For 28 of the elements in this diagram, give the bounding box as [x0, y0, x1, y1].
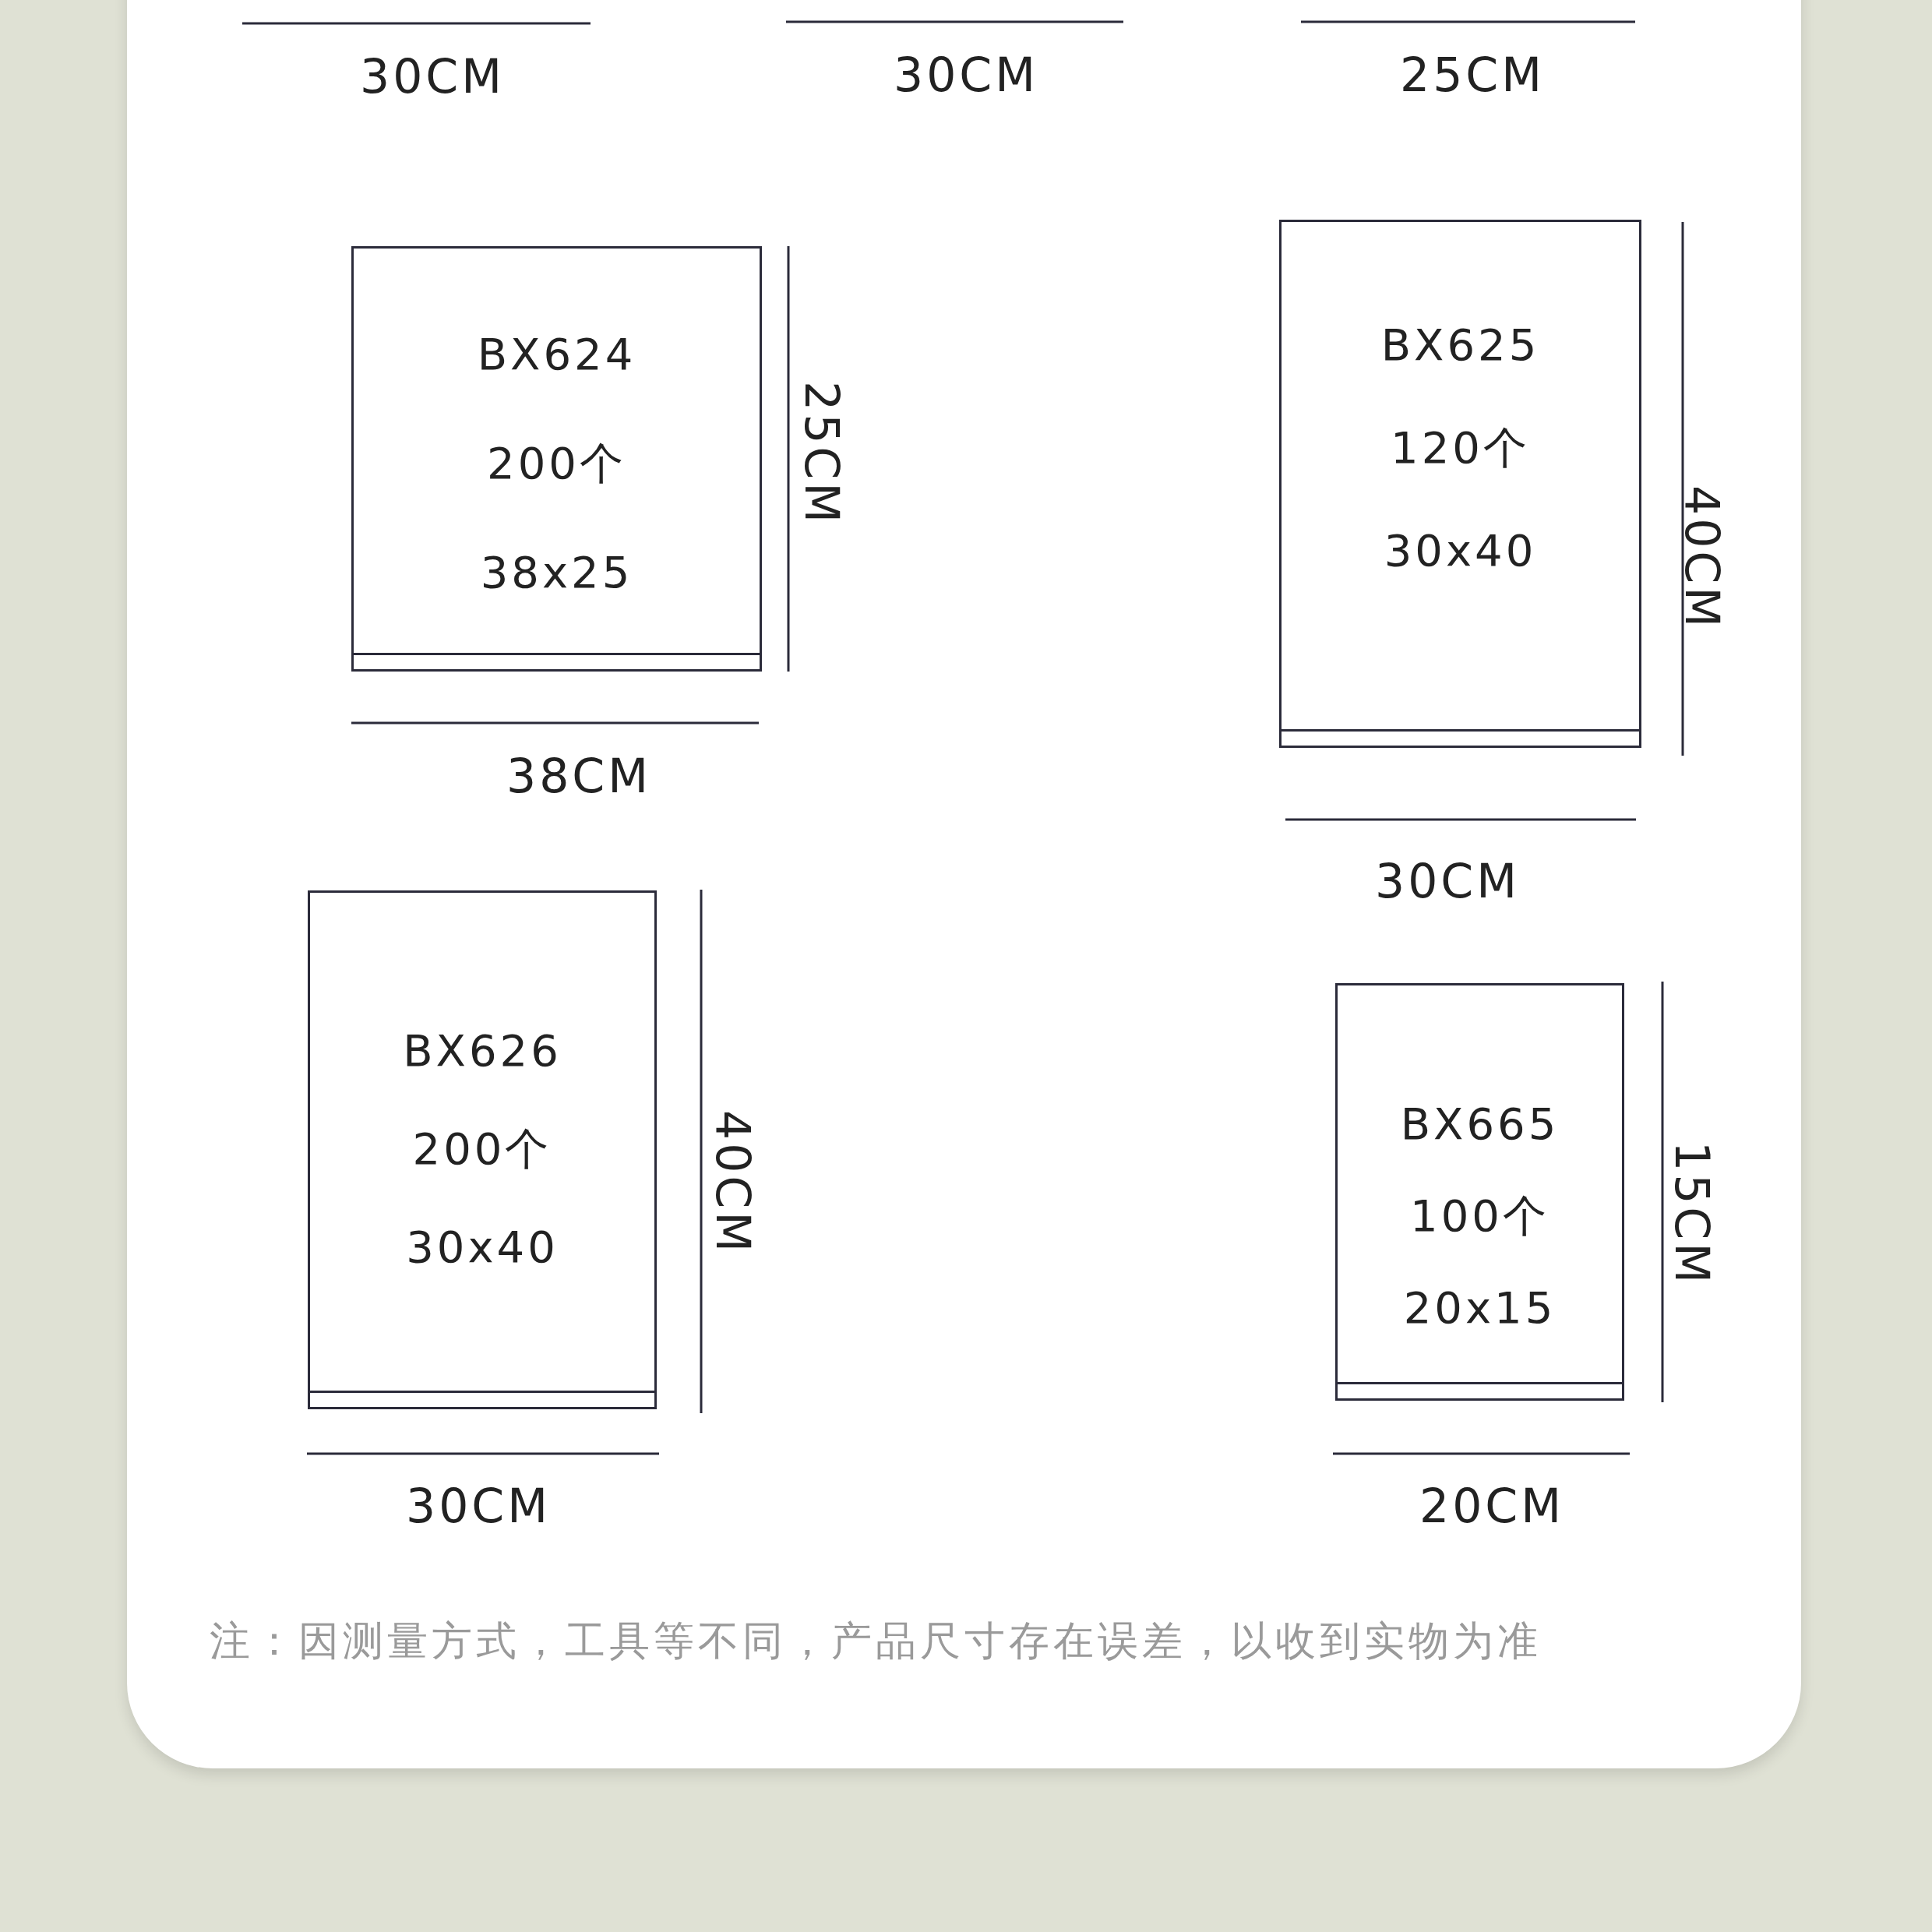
- bag-outline: [1335, 983, 1624, 1401]
- dimension-label: 40CM: [1679, 485, 1726, 630]
- model-number: BX625: [1380, 323, 1540, 367]
- model-number: BX626: [403, 1029, 562, 1073]
- quantity: 200个: [412, 1127, 552, 1171]
- dimension-label: 38CM: [506, 753, 651, 799]
- bag-size: 20x15: [1403, 1286, 1557, 1330]
- quantity: 120个: [1391, 426, 1530, 470]
- dimension-label: 30CM: [894, 51, 1038, 98]
- footnote: 注：因测量方式，工具等不同，产品尺寸存在误差，以收到实物为准: [210, 1620, 1542, 1661]
- model-number: BX624: [477, 333, 636, 376]
- bag-size: 38x25: [480, 551, 633, 594]
- model-number: BX665: [1400, 1102, 1560, 1146]
- dimension-label: 30CM: [406, 1482, 551, 1529]
- dimension-label: 15CM: [1669, 1141, 1715, 1286]
- dimension-label: 30CM: [1375, 858, 1520, 904]
- quantity: 100个: [1410, 1194, 1549, 1238]
- dimension-label: 25CM: [799, 381, 845, 526]
- dimension-label: 40CM: [710, 1110, 756, 1255]
- dimension-label: 20CM: [1419, 1482, 1564, 1529]
- bag-outline: [351, 246, 762, 672]
- bag-size: 30x40: [406, 1225, 559, 1269]
- dimension-label: 25CM: [1400, 51, 1545, 98]
- bag-outline: [308, 890, 657, 1409]
- quantity: 200个: [487, 442, 626, 485]
- dimension-label: 30CM: [360, 53, 505, 100]
- bag-size: 30x40: [1384, 529, 1537, 573]
- bag-outline: [1279, 220, 1641, 748]
